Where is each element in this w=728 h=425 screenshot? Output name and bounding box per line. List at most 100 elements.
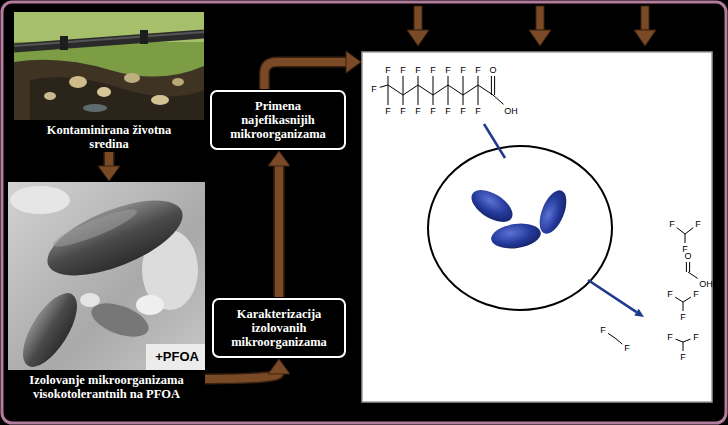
bond-line bbox=[463, 85, 478, 95]
input-arrow bbox=[529, 30, 551, 46]
bond-line bbox=[433, 85, 448, 95]
process-box: Karakterizacija izolovanih mikroorganiza… bbox=[212, 298, 346, 358]
arrow-head bbox=[268, 359, 290, 374]
micrograph bbox=[136, 295, 164, 315]
micrograph-node: +PFOAIzolovanje mikroorganizama visokoto… bbox=[8, 182, 205, 401]
arrow-shaft bbox=[105, 152, 113, 167]
bond-line bbox=[675, 297, 683, 302]
bond-line bbox=[433, 76, 434, 95]
bond-line bbox=[615, 338, 622, 344]
atom-symbol: F bbox=[385, 107, 391, 116]
arrow-head bbox=[268, 151, 290, 166]
bond-line bbox=[494, 76, 495, 95]
step-caption: Kontaminirana životna sredina bbox=[32, 123, 186, 151]
contaminated-site-photo bbox=[124, 73, 140, 83]
atom-symbol: F bbox=[400, 66, 406, 75]
bond-line bbox=[388, 85, 389, 105]
arrow-shaft bbox=[264, 62, 347, 89]
atom-symbol: F bbox=[693, 290, 699, 299]
arrow-head bbox=[98, 166, 120, 181]
input-arrow bbox=[407, 30, 429, 46]
bond-line bbox=[418, 85, 433, 95]
contaminated-site-photo bbox=[14, 12, 204, 120]
uptake-arrow bbox=[588, 280, 637, 312]
atom-symbol: F bbox=[460, 107, 466, 116]
bond-line bbox=[403, 76, 404, 95]
contaminated-site-photo bbox=[97, 87, 111, 97]
contaminated-site-photo bbox=[140, 30, 148, 44]
bacteria bbox=[466, 184, 572, 252]
panel bbox=[362, 52, 712, 402]
bond-line bbox=[380, 85, 388, 87]
atom-symbol: F bbox=[600, 326, 606, 335]
atom-symbol: F bbox=[624, 344, 630, 353]
micrograph bbox=[8, 182, 205, 370]
bond-line bbox=[463, 76, 464, 95]
uptake-arrow bbox=[634, 309, 644, 317]
bond-line bbox=[478, 85, 479, 105]
bond-line bbox=[683, 297, 691, 302]
bond-line bbox=[448, 85, 449, 105]
atom-symbol: F bbox=[371, 85, 377, 94]
bond-line bbox=[677, 228, 685, 234]
contaminated-site-photo bbox=[44, 92, 56, 100]
atom-symbol: F bbox=[669, 220, 675, 229]
atom-symbol: F bbox=[430, 107, 436, 116]
bond-line bbox=[448, 76, 449, 85]
bacteria bbox=[490, 221, 543, 252]
bond-line bbox=[478, 85, 493, 95]
arrow-shaft bbox=[274, 165, 285, 297]
bond-line bbox=[433, 95, 434, 105]
cell-circle bbox=[428, 146, 612, 310]
bond-line bbox=[688, 272, 698, 278]
bond-line bbox=[683, 339, 690, 342]
bond-line bbox=[686, 262, 687, 272]
input-arrow bbox=[536, 6, 544, 30]
bond-line bbox=[418, 85, 419, 105]
micrograph bbox=[80, 293, 100, 307]
atom-symbol: OH bbox=[699, 280, 713, 289]
contaminated-site-photo bbox=[60, 36, 68, 50]
atom-symbol: F bbox=[475, 107, 481, 116]
atom-symbol: F bbox=[430, 66, 436, 75]
bond-line bbox=[388, 76, 389, 85]
atom-symbol: F bbox=[415, 66, 421, 75]
atom-symbol: F bbox=[680, 353, 686, 362]
micrograph bbox=[146, 344, 205, 370]
contaminated-site-photo bbox=[151, 95, 169, 105]
contaminated-site-photo bbox=[14, 60, 204, 120]
atom-symbol: F bbox=[667, 333, 673, 342]
bond-line bbox=[463, 95, 464, 105]
bond-line bbox=[608, 333, 615, 338]
contaminated-site-photo bbox=[83, 104, 107, 112]
degradation-panel: FFFFFFFFFFFFFFFOOHFFFOOHFFFFFFFF bbox=[362, 52, 712, 402]
input-arrow bbox=[634, 30, 656, 46]
input-arrow bbox=[641, 6, 649, 30]
flow-arrow bbox=[264, 51, 361, 89]
atom-symbol: F bbox=[667, 290, 673, 299]
atom-symbol: F bbox=[415, 107, 421, 116]
contaminated-site-photo bbox=[30, 77, 204, 120]
flow-arrow bbox=[98, 152, 120, 181]
input-arrow bbox=[414, 6, 422, 30]
micrograph bbox=[12, 285, 87, 370]
bond-line bbox=[403, 85, 418, 95]
bond-line bbox=[689, 262, 690, 272]
bond-line bbox=[388, 85, 403, 95]
atom-symbol: F bbox=[460, 66, 466, 75]
atom-symbol: F bbox=[385, 66, 391, 75]
bond-line bbox=[448, 85, 463, 95]
input-arrow bbox=[407, 6, 656, 46]
bond-line bbox=[493, 95, 504, 104]
bond-line bbox=[478, 76, 479, 85]
bond-line bbox=[403, 95, 404, 105]
atom-symbol: F bbox=[693, 333, 699, 342]
bond-line bbox=[491, 76, 492, 95]
process-box: Primena najefikasnijih mikroorganizama bbox=[210, 90, 346, 150]
bond-line bbox=[683, 302, 684, 311]
atom-symbol: O bbox=[684, 252, 691, 261]
uptake-arrow bbox=[484, 124, 505, 158]
